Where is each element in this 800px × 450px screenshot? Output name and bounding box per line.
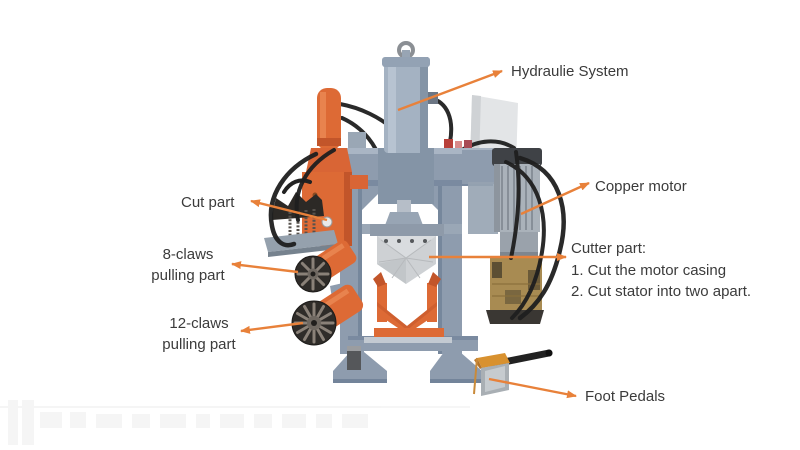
annotation-arrows: [231, 69, 590, 399]
label-line: 1. Cut the motor casing: [571, 261, 727, 279]
label-line: pulling part: [151, 267, 225, 284]
hydraulic-hoses-right: [504, 150, 566, 321]
hydraulic-cylinder: [378, 41, 438, 204]
arrow-copper-motor: [520, 181, 590, 216]
label-text: Copper motor: [595, 178, 687, 195]
arrow-cut-part: [250, 199, 328, 222]
label-line: 8-claws: [162, 246, 214, 263]
claw-head-8: [294, 255, 332, 293]
label-foot-pedals: Foot Pedals: [585, 386, 665, 407]
arrow-claws-12: [240, 321, 304, 334]
watermark: [0, 400, 470, 445]
arrow-claws-8: [231, 261, 299, 274]
label-8-claws-pulling-part: 8-claws pulling part: [144, 244, 232, 286]
label-text: Cut part: [181, 194, 235, 211]
label-text: Foot Pedals: [585, 388, 666, 405]
label-line: Cutter part:: [571, 240, 647, 257]
label-line: 2. Cut stator into two apart.: [571, 283, 752, 300]
claw-head-12: [291, 300, 337, 346]
copper-motor-unit: [462, 148, 544, 324]
cutter-blade-assembly: [362, 200, 462, 284]
label-copper-motor: Copper motor: [595, 176, 687, 197]
label-cut-part: Cut part: [181, 192, 234, 213]
label-line: 12-claws: [169, 315, 229, 332]
label-line: pulling part: [162, 336, 236, 353]
label-12-claws-pulling-part: 12-claws pulling part: [152, 313, 246, 355]
arrow-foot-pedals: [488, 377, 577, 399]
label-hydraulic-system: Hydraulie System: [511, 61, 629, 82]
claw-puller-12: [291, 284, 364, 346]
label-text: Hydraulie System: [511, 63, 629, 80]
label-cutter-part: Cutter part: 1. Cut the motor casing 2. …: [571, 238, 751, 303]
arrow-hydraulic-system: [397, 69, 503, 112]
v-cradle: [364, 272, 452, 343]
